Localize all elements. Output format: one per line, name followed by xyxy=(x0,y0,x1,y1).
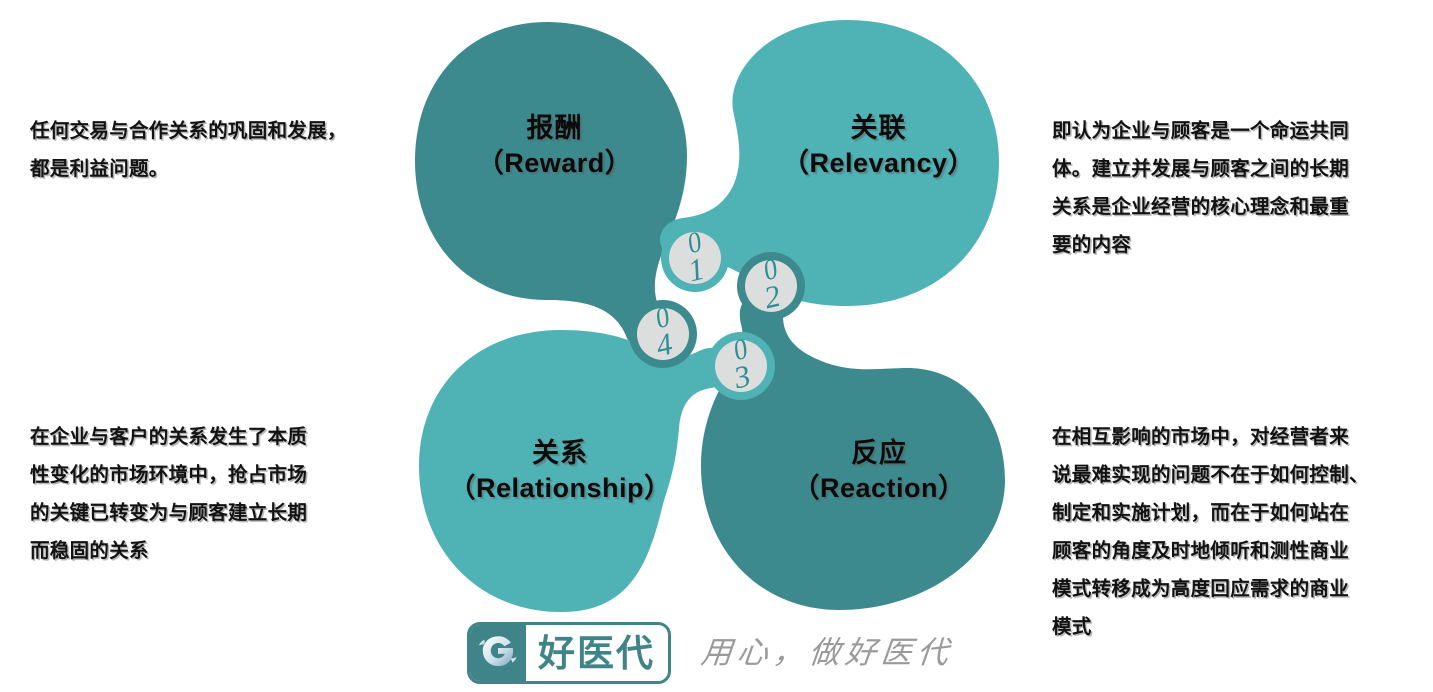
logo-badge: 好医代 xyxy=(467,622,671,684)
brand-logo[interactable]: 好医代 用心，做好医代 xyxy=(467,622,955,684)
g-mark-glyph xyxy=(478,636,517,667)
step-badge-04[interactable] xyxy=(629,300,697,368)
logo-tagline: 用心，做好医代 xyxy=(699,635,955,670)
step-badge-02[interactable] xyxy=(737,252,805,320)
description-reaction: 在相互影响的市场中，对经营者来 说最难实现的问题不在于如何控制、 制定和实施计划… xyxy=(1052,426,1369,638)
description-relationship: 在企业与客户的关系发生了本质 性变化的市场环境中，抢占市场 的关键已转变为与顾客… xyxy=(30,426,308,562)
lobe-relationship[interactable] xyxy=(419,330,731,612)
lobe-reaction[interactable] xyxy=(701,293,1005,610)
description-relevancy: 即认为企业与顾客是一个命运共同 体。建立并发展与顾客之间的长期 关系是企业经营的… xyxy=(1052,120,1350,256)
description-reward: 任何交易与合作关系的巩固和发展， 都是利益问题。 xyxy=(30,120,347,180)
step-badge-03[interactable] xyxy=(707,332,775,400)
four-lobe-diagram xyxy=(415,20,1005,612)
logo-wordmark: 好医代 xyxy=(538,632,655,674)
lobe-relevancy[interactable] xyxy=(660,20,999,306)
step-badge-01[interactable] xyxy=(661,224,729,292)
logo-g-icon xyxy=(470,625,526,681)
lobe-reward[interactable] xyxy=(415,22,687,358)
